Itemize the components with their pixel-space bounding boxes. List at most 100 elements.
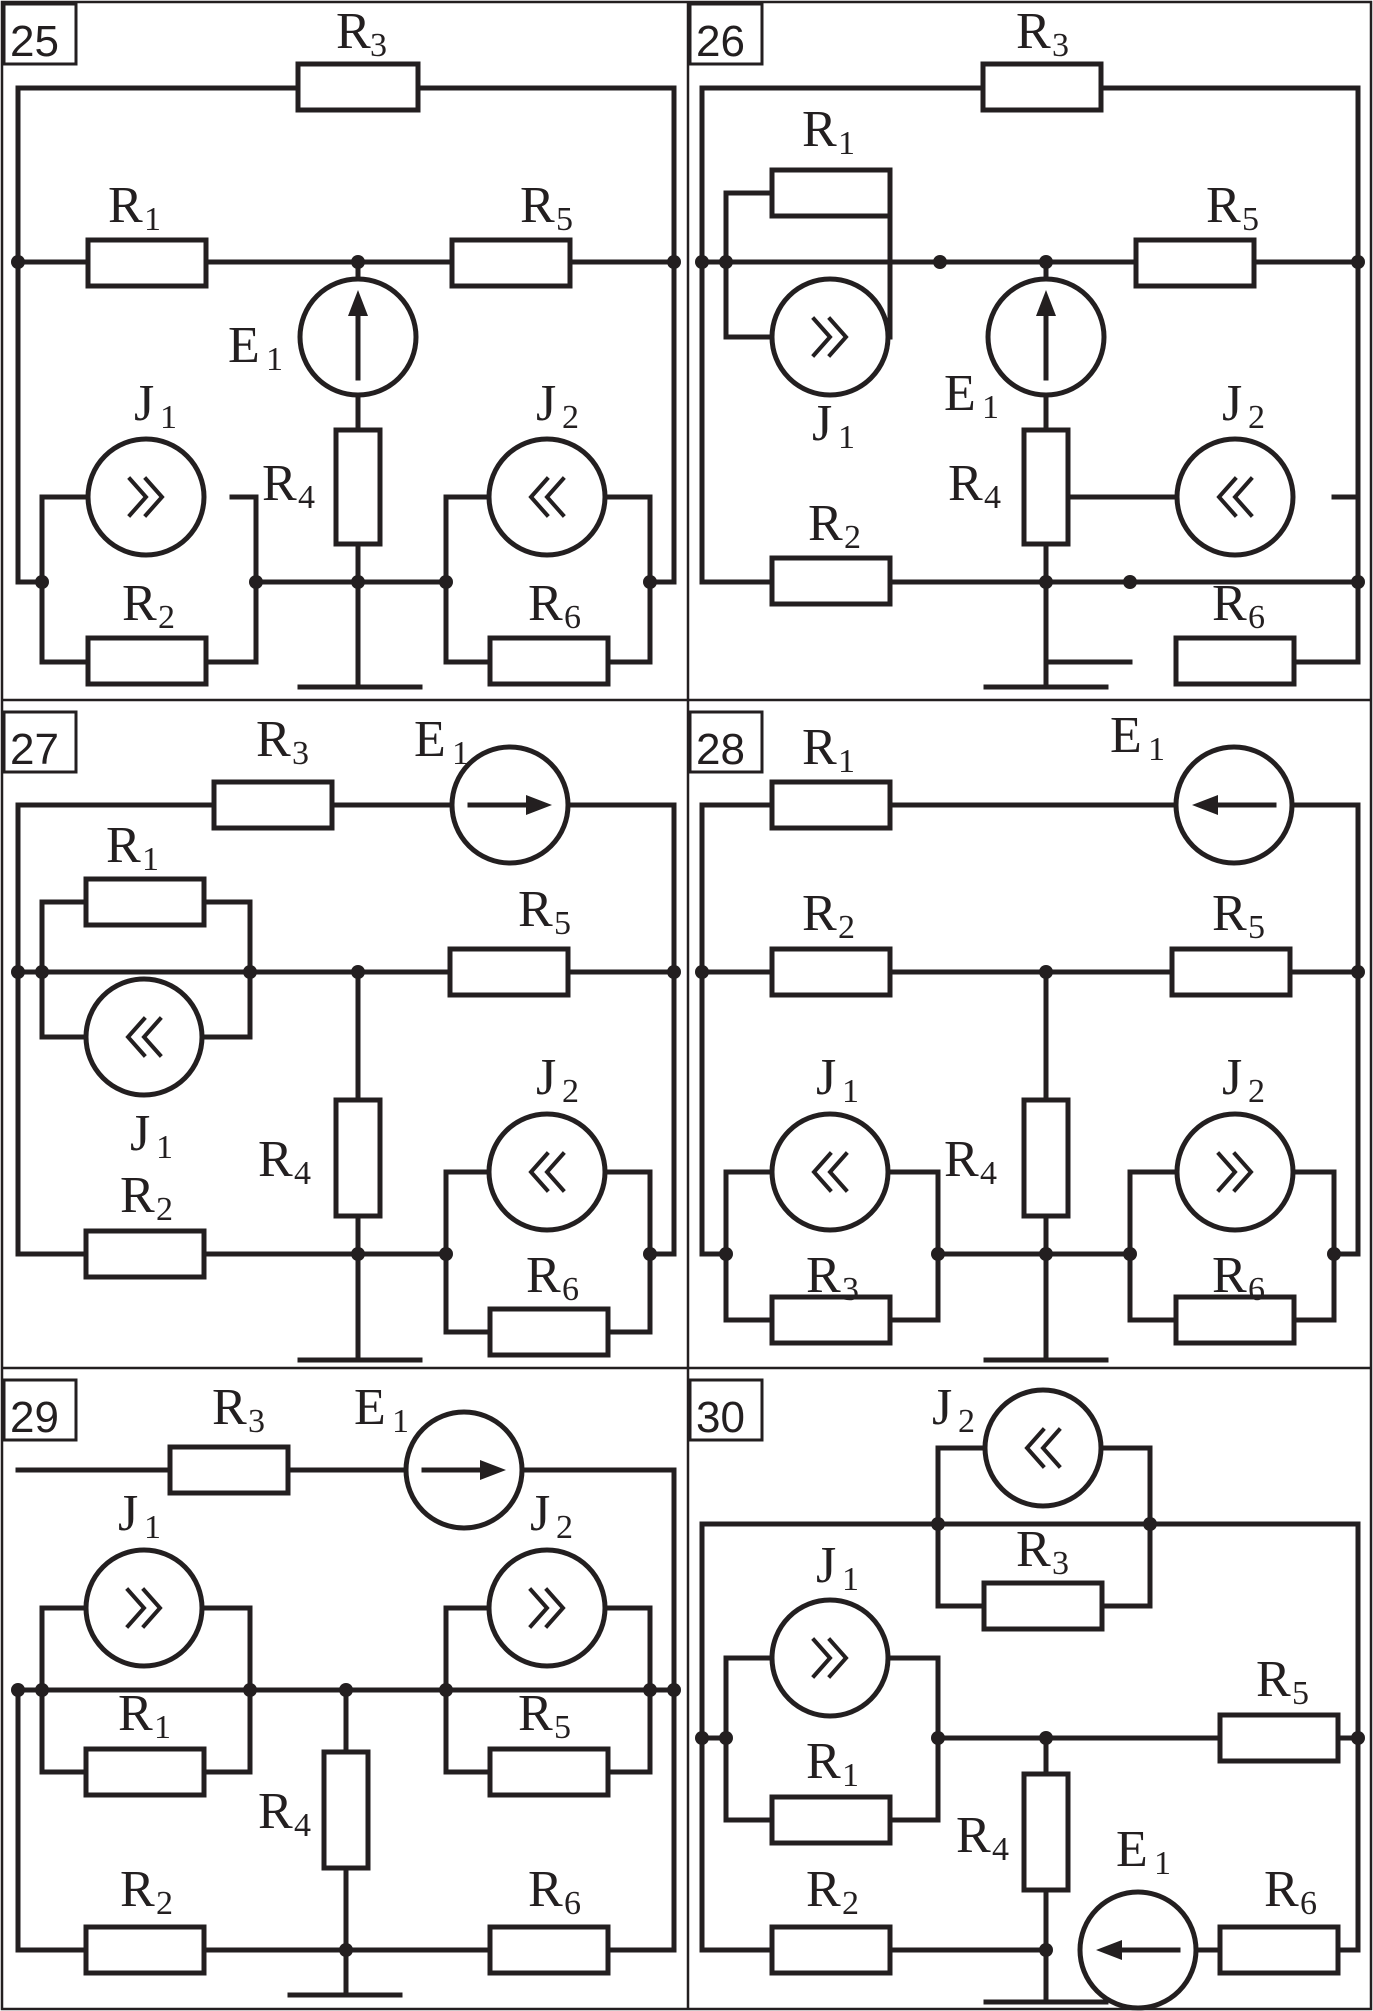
resistor-R5 — [1133, 237, 1257, 289]
resistor-R6 — [487, 1306, 611, 1358]
svg-text:5: 5 — [1248, 909, 1265, 946]
svg-text:5: 5 — [1242, 201, 1259, 238]
svg-text:3: 3 — [1052, 1545, 1069, 1582]
svg-text:1: 1 — [156, 1129, 173, 1166]
resistor-R1 — [83, 876, 207, 928]
current-source-J1 — [769, 1597, 891, 1719]
panel-number: 26 — [696, 17, 745, 66]
current-source-J1 — [769, 276, 891, 398]
svg-text:R: R — [802, 719, 837, 776]
junction-dots — [695, 255, 1365, 589]
svg-text:4: 4 — [992, 1831, 1009, 1868]
svg-text:R: R — [1256, 1651, 1291, 1708]
resistor-R3 — [769, 1294, 893, 1346]
svg-text:2: 2 — [562, 1073, 579, 1110]
svg-text:2: 2 — [1248, 399, 1265, 436]
resistor-R4 — [1021, 1097, 1071, 1219]
svg-text:R: R — [212, 1379, 247, 1436]
svg-text:R: R — [802, 885, 837, 942]
svg-text:R: R — [1264, 1861, 1299, 1918]
svg-text:R: R — [256, 711, 291, 768]
svg-text:R: R — [1016, 3, 1051, 60]
svg-text:3: 3 — [370, 27, 387, 64]
panel-number-box — [2, 710, 78, 774]
svg-text:2: 2 — [842, 1885, 859, 1922]
svg-text:R: R — [948, 455, 983, 512]
svg-text:1: 1 — [842, 1757, 859, 1794]
current-source-J2 — [486, 1547, 608, 1669]
resistor-R4 — [1021, 427, 1071, 547]
svg-text:6: 6 — [1300, 1885, 1317, 1922]
svg-text:R: R — [336, 3, 371, 60]
resistor-R3 — [295, 61, 421, 113]
resistor-R2 — [83, 1228, 207, 1280]
svg-text:J: J — [816, 1049, 836, 1106]
svg-text:J: J — [812, 395, 832, 452]
svg-text:2: 2 — [156, 1885, 173, 1922]
svg-text:J: J — [1222, 1049, 1242, 1106]
svg-text:J: J — [816, 1537, 836, 1594]
resistor-R3 — [167, 1444, 291, 1496]
svg-text:R: R — [806, 1247, 841, 1304]
svg-text:R: R — [806, 1861, 841, 1918]
resistor-R1 — [769, 1794, 893, 1846]
svg-text:J: J — [118, 1485, 138, 1542]
svg-text:1: 1 — [452, 735, 469, 772]
svg-text:E: E — [414, 711, 446, 768]
svg-text:R: R — [528, 575, 563, 632]
svg-text:3: 3 — [842, 1271, 859, 1308]
svg-text:2: 2 — [838, 909, 855, 946]
svg-text:6: 6 — [562, 1271, 579, 1308]
svg-text:1: 1 — [1148, 731, 1165, 768]
svg-text:J: J — [536, 1049, 556, 1106]
resistor-R1 — [769, 167, 893, 219]
svg-text:J: J — [530, 1485, 550, 1542]
emf-source-E1 — [985, 276, 1107, 398]
resistor-R3 — [211, 779, 335, 831]
emf-source-E1 — [403, 1409, 525, 1531]
svg-text:R: R — [120, 1167, 155, 1224]
svg-text:4: 4 — [980, 1155, 997, 1192]
resistor-R2 — [769, 1924, 893, 1976]
junction-dots — [695, 1517, 1365, 1957]
svg-text:R: R — [1206, 177, 1241, 234]
svg-text:3: 3 — [1052, 27, 1069, 64]
svg-text:5: 5 — [1292, 1675, 1309, 1712]
svg-text:R: R — [944, 1131, 979, 1188]
svg-text:R: R — [518, 881, 553, 938]
svg-text:1: 1 — [838, 419, 855, 456]
resistor-R2 — [83, 1924, 207, 1976]
svg-text:6: 6 — [564, 599, 581, 636]
resistor-R4 — [333, 1097, 383, 1219]
panel-number: 25 — [10, 17, 59, 66]
svg-text:1: 1 — [842, 1561, 859, 1598]
